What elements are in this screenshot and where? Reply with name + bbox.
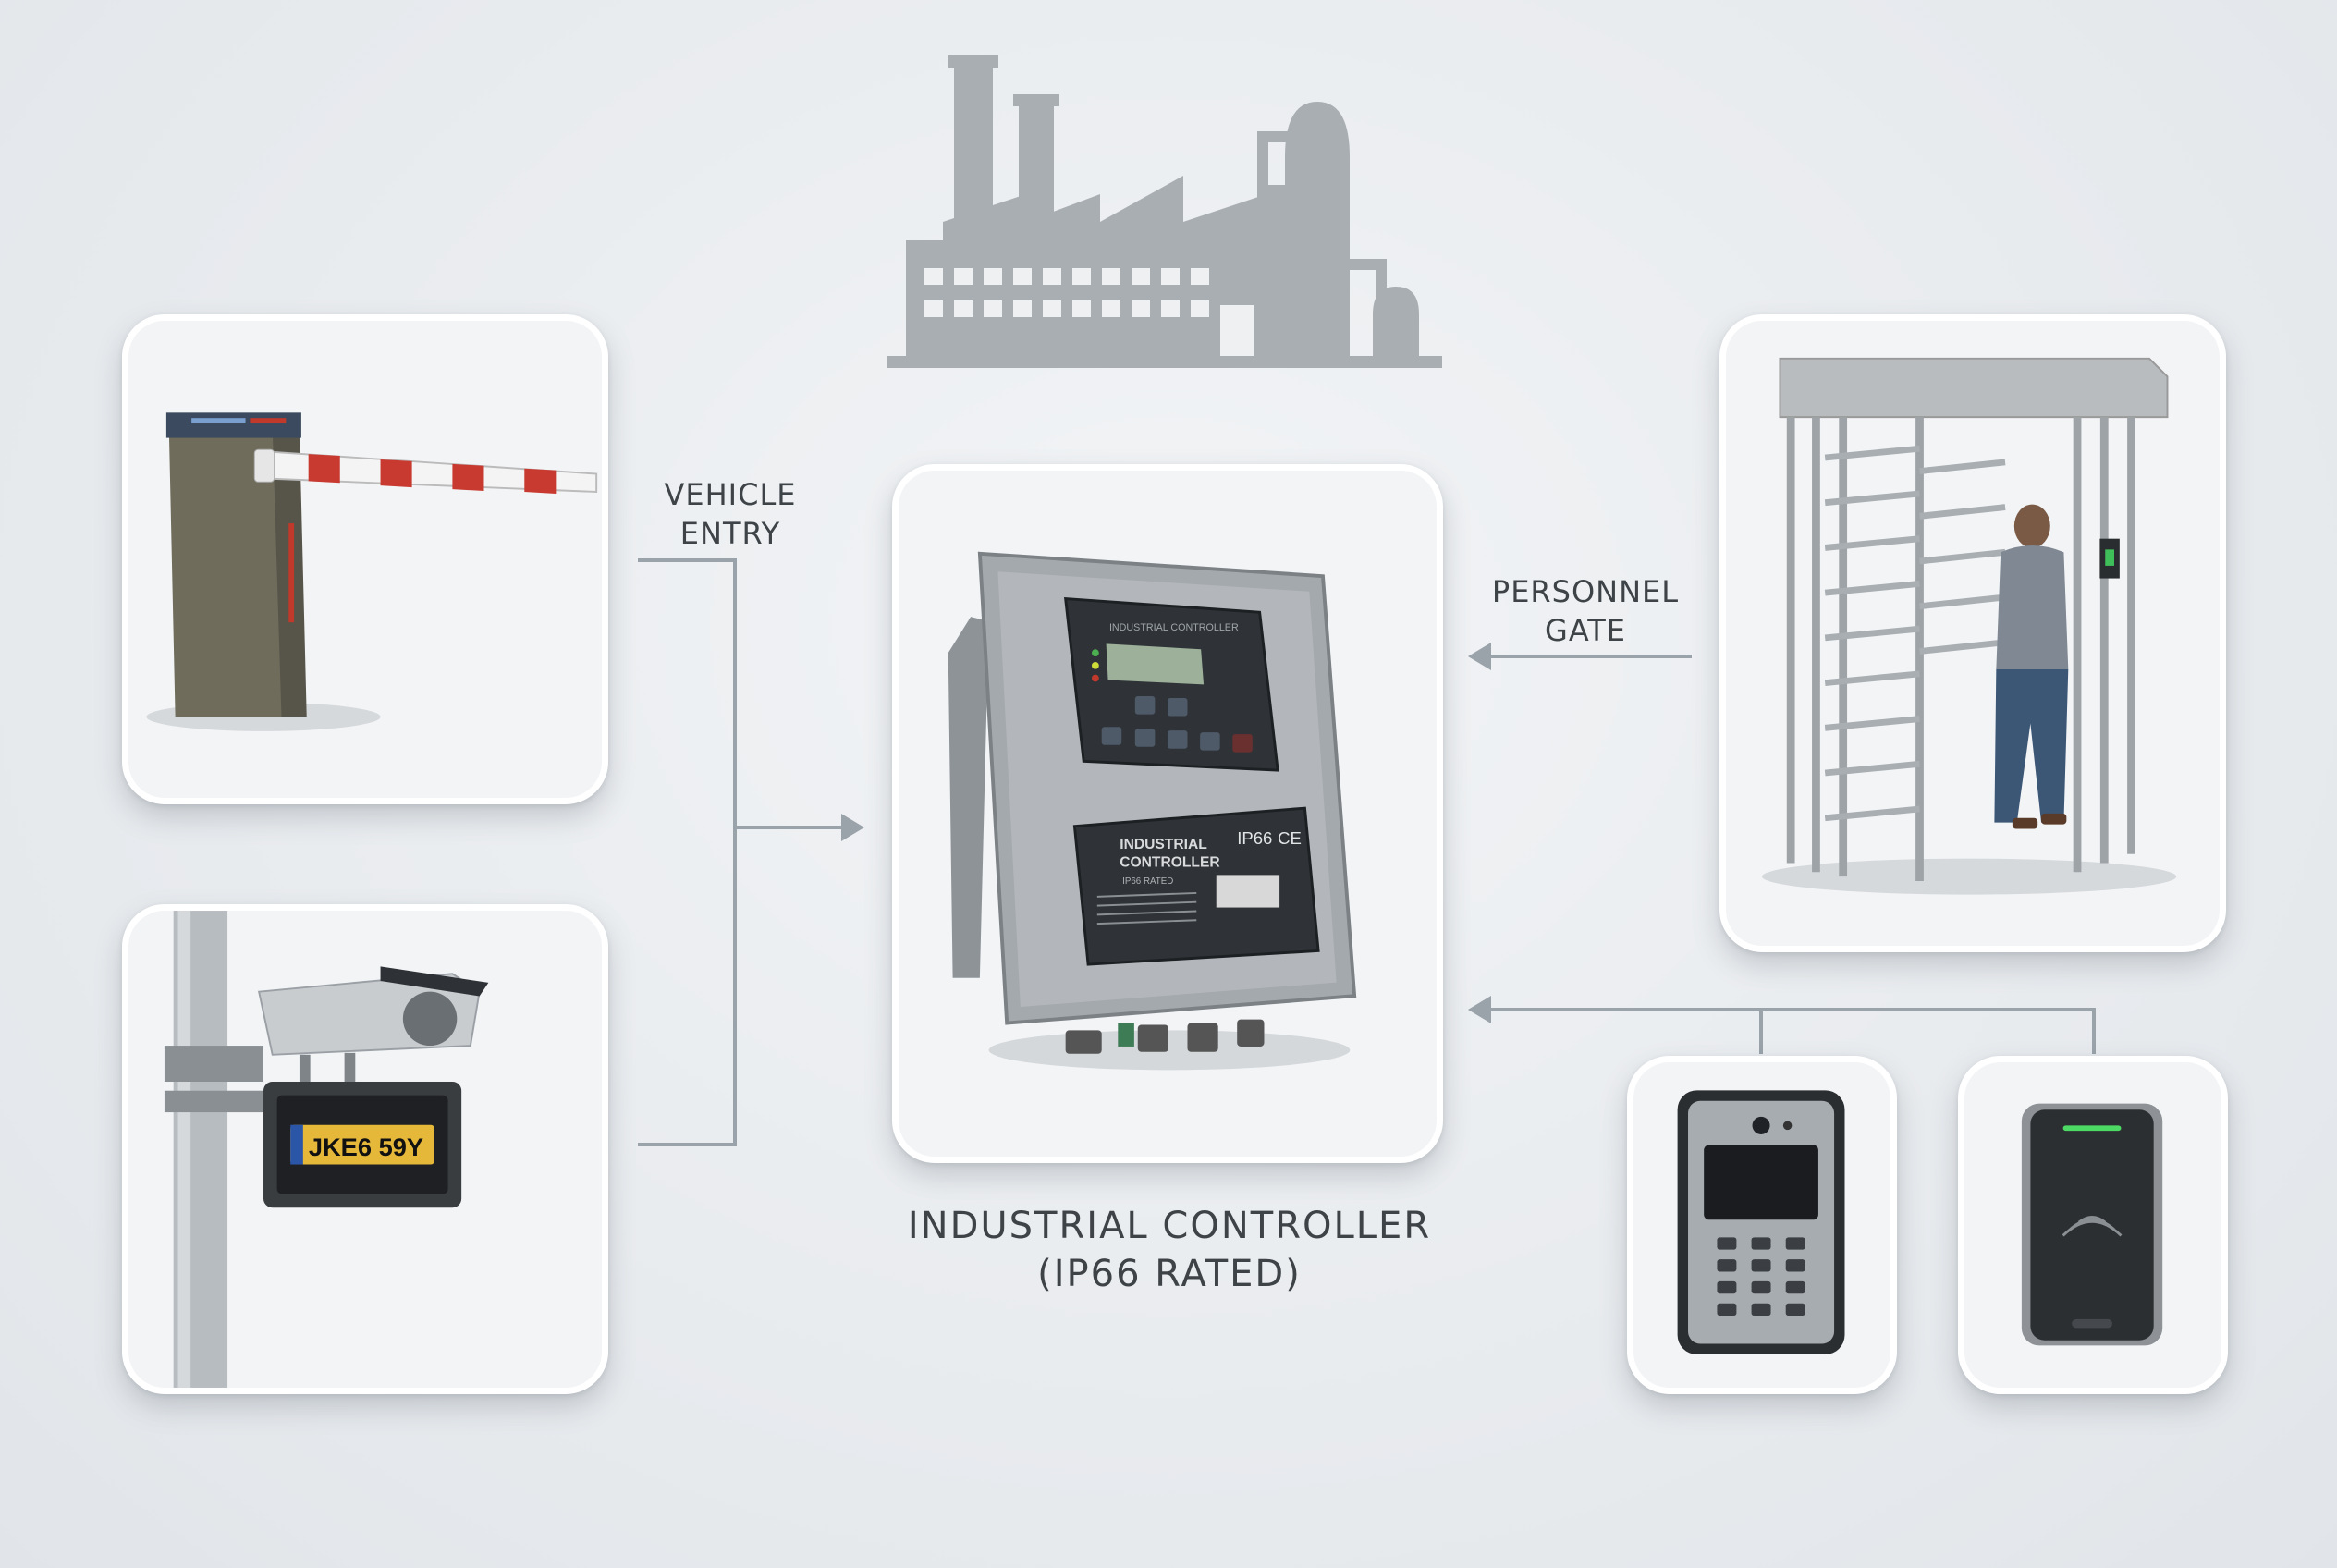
anpr-camera-card: JKE6 59Y <box>122 904 608 1394</box>
turnstile-card <box>1719 314 2226 952</box>
access-devices-connector <box>1484 1008 2096 1054</box>
door-intercom-keypad-image <box>1677 1090 1845 1354</box>
industrial-controller-image: INDUSTRIAL CONTROLLER INDUSTRIAL CONTROL… <box>948 551 1357 1071</box>
factory-icon <box>887 55 1442 368</box>
arrow-to-controller-right-top <box>1468 643 1491 670</box>
barrier-gate-card <box>122 314 608 804</box>
panel-title: INDUSTRIAL CONTROLLER <box>1109 622 1239 633</box>
ip-badge: IP66 <box>1237 828 1272 848</box>
personnel-gate-label: PERSONNEL GATE <box>1491 574 1680 648</box>
controller-caption-line2: (IP66 RATED) <box>1037 1253 1302 1295</box>
label-sub: IP66 RATED <box>1122 876 1173 887</box>
arrow-to-controller-right-bottom <box>1468 996 1491 1023</box>
rfid-card-reader-image <box>2021 1103 2163 1346</box>
controller-caption-line1: INDUSTRIAL CONTROLLER <box>907 1205 1432 1247</box>
label-title-2: CONTROLLER <box>1120 855 1219 871</box>
boom-barrier-image <box>146 412 598 731</box>
vehicle-entry-label: VEHICLE ENTRY <box>664 477 797 551</box>
full-height-turnstile-image <box>1761 357 2177 895</box>
rfid-reader-card <box>1958 1056 2228 1394</box>
plate-text: JKE6 59Y <box>309 1133 423 1161</box>
intercom-card <box>1627 1056 1897 1394</box>
arrow-to-controller-left <box>841 814 864 841</box>
controller-card: INDUSTRIAL CONTROLLER INDUSTRIAL CONTROL… <box>892 464 1443 1163</box>
anpr-camera-image: JKE6 59Y <box>164 911 489 1388</box>
label-title-1: INDUSTRIAL <box>1120 837 1207 852</box>
vehicle-entry-connector <box>638 558 737 1146</box>
ce-mark: CE <box>1278 828 1302 848</box>
